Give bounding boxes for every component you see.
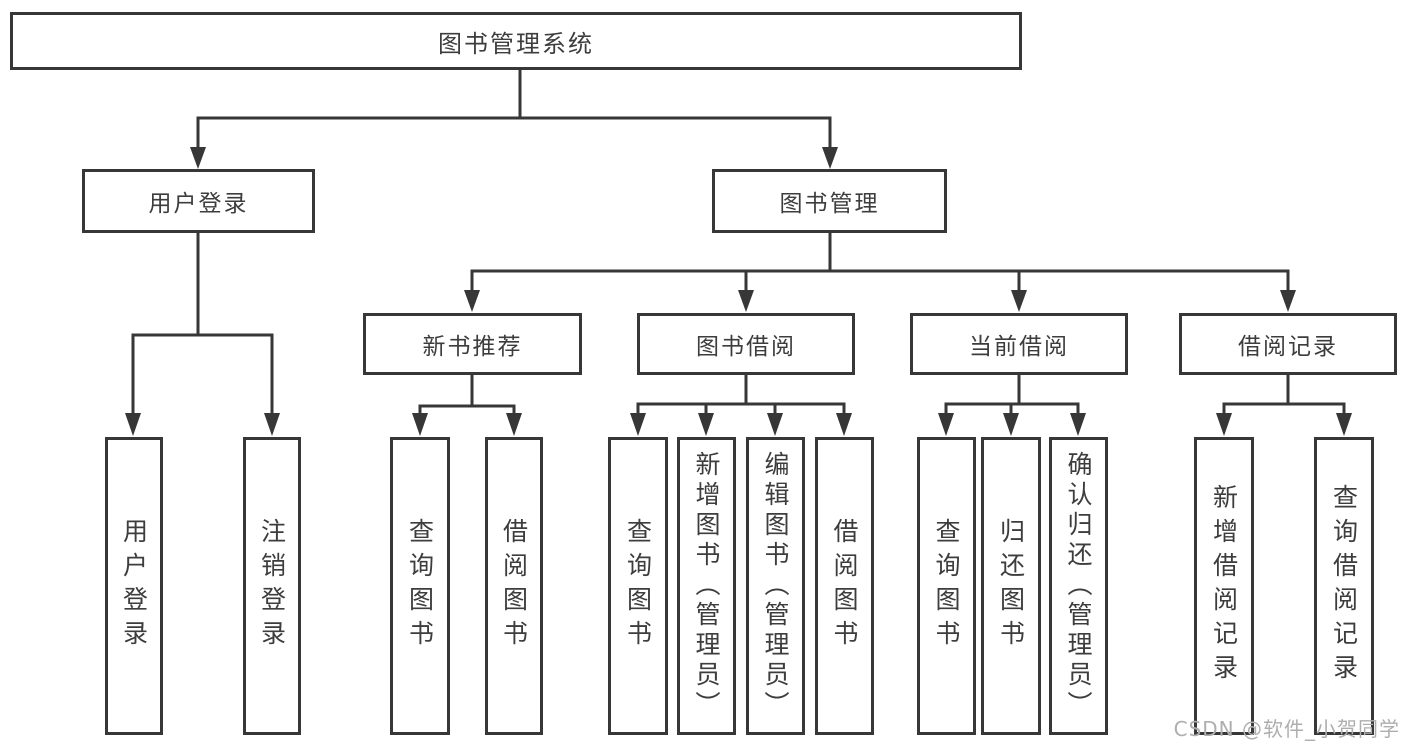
leaf-borrow-books-recommend: 借阅图书 [485,437,543,735]
node-label: 确认归还（管理员） [1064,451,1093,721]
node-label: 图书管理系统 [438,29,594,58]
leaf-add-books-admin: 新增图书（管理员） [677,437,736,735]
leaf-add-borrow-record: 新增借阅记录 [1194,437,1254,735]
node-label: 用户登录 [148,191,249,217]
node-user-login: 用户登录 [82,169,315,233]
node-current-borrow: 当前借阅 [910,313,1128,375]
node-label: 图书借阅 [696,334,796,360]
node-book-borrow: 图书借阅 [637,313,855,375]
leaf-query-books-borrow: 查询图书 [608,437,668,735]
node-borrow-records: 借阅记录 [1179,313,1397,375]
node-label: 查询图书 [405,518,435,654]
node-label: 查询图书 [932,518,961,654]
node-label: 新增图书（管理员） [692,451,721,721]
node-root-book-management-system: 图书管理系统 [10,12,1022,70]
connector-borrow-records-to-leaves [1216,375,1352,436]
leaf-return-books: 归还图书 [981,437,1041,735]
node-label: 归还图书 [996,518,1026,654]
node-label: 用户登录 [119,518,149,654]
node-label: 图书管理 [779,191,880,217]
node-label: 借阅图书 [499,518,529,654]
leaf-user-login: 用户登录 [105,437,163,735]
node-label: 新增借阅记录 [1209,484,1239,688]
leaf-edit-books-admin: 编辑图书（管理员） [746,437,805,735]
leaf-query-books-current: 查询图书 [917,437,976,735]
node-label: 借阅图书 [830,518,859,654]
csdn-watermark: CSDN @软件_小贺同学 [1173,717,1400,741]
connector-book-management-to-level3 [464,233,1296,312]
connector-new-book-recommend-to-leaves [412,375,522,436]
connector-root-to-level2 [190,70,838,169]
node-label: 编辑图书（管理员） [761,451,790,721]
leaf-query-books-recommend: 查询图书 [390,437,450,735]
leaf-confirm-return-admin: 确认归还（管理员） [1049,437,1108,735]
node-new-book-recommend: 新书推荐 [363,313,582,375]
node-book-management: 图书管理 [712,169,947,233]
node-label: 新书推荐 [422,334,523,360]
connector-current-borrow-to-leaves [938,375,1086,436]
connector-book-borrow-to-leaves [630,375,852,436]
node-label: 查询借阅记录 [1329,484,1359,688]
connector-user-login-to-leaves [125,233,280,436]
leaf-query-borrow-record: 查询借阅记录 [1314,437,1374,735]
node-label: 注销登录 [257,518,287,654]
leaf-borrow-books-borrow: 借阅图书 [815,437,874,735]
leaf-logout: 注销登录 [243,437,301,735]
node-label: 借阅记录 [1238,334,1338,360]
node-label: 查询图书 [623,518,653,654]
node-label: 当前借阅 [969,334,1069,360]
